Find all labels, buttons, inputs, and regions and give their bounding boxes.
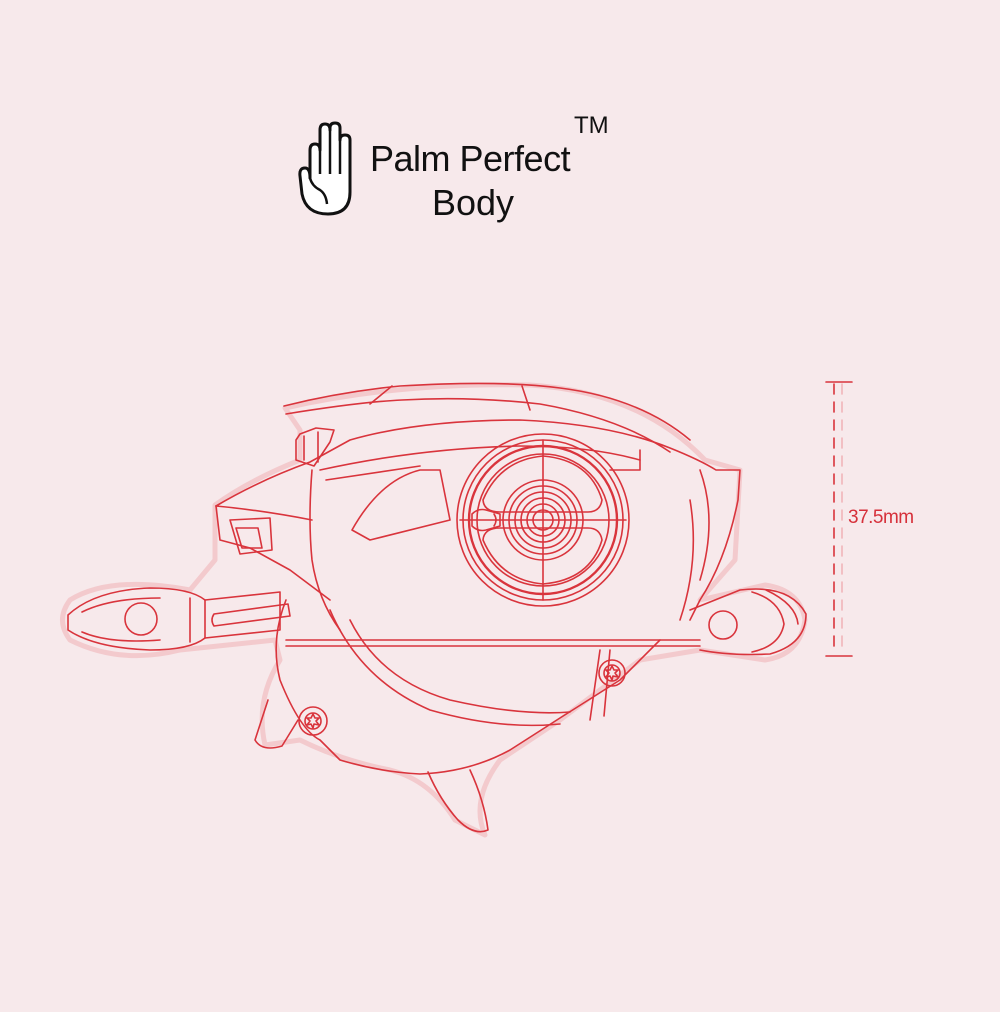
trademark-mark: TM bbox=[574, 112, 609, 139]
title-line-1: Palm Perfect bbox=[370, 138, 571, 179]
spool-drag-star bbox=[456, 433, 630, 607]
reel-glow bbox=[60, 382, 808, 838]
reel-body-outline bbox=[215, 419, 741, 621]
dimension-marker bbox=[825, 381, 853, 657]
front-clamp bbox=[295, 427, 335, 467]
screw-icon-2 bbox=[598, 659, 626, 687]
reel-lower-body bbox=[275, 599, 661, 775]
header: Palm Perfect TM Body bbox=[296, 112, 636, 232]
title-line-2: Body bbox=[432, 182, 515, 223]
handle-right bbox=[689, 588, 807, 656]
handle-left bbox=[67, 587, 291, 651]
screw-icon-1 bbox=[298, 706, 328, 736]
hand-palm-icon bbox=[298, 121, 352, 216]
thumb-bar bbox=[283, 382, 691, 441]
dimension-label: 37.5mm bbox=[848, 507, 914, 528]
